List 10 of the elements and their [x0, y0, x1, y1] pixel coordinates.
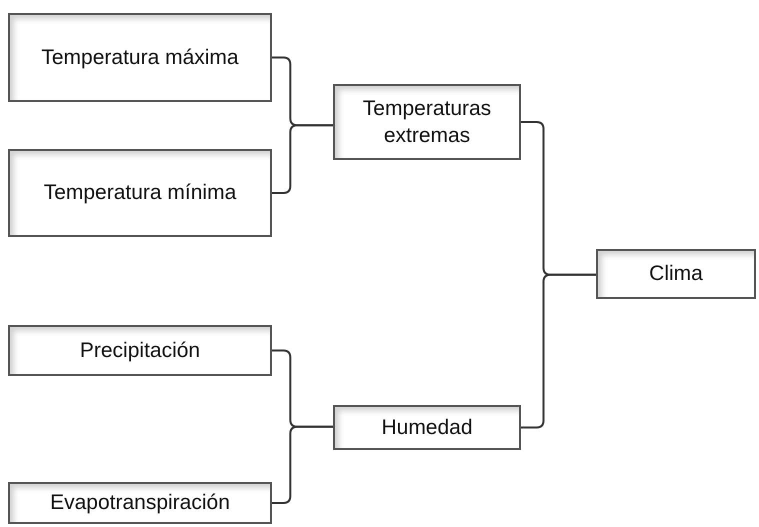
brace-connector [521, 274, 596, 428]
brace-connector [272, 124, 333, 194]
concept-box: Precipitación [8, 325, 272, 376]
concept-box: Clima [596, 249, 756, 299]
brace-connector [272, 426, 333, 504]
concept-box: Temperaturas extremas [333, 84, 521, 160]
concept-box: Temperatura mínima [8, 149, 272, 237]
concept-box: Evapotranspiración [8, 482, 272, 524]
concept-box: Humedad [333, 405, 521, 450]
concept-box: Temperatura máxima [8, 13, 272, 102]
